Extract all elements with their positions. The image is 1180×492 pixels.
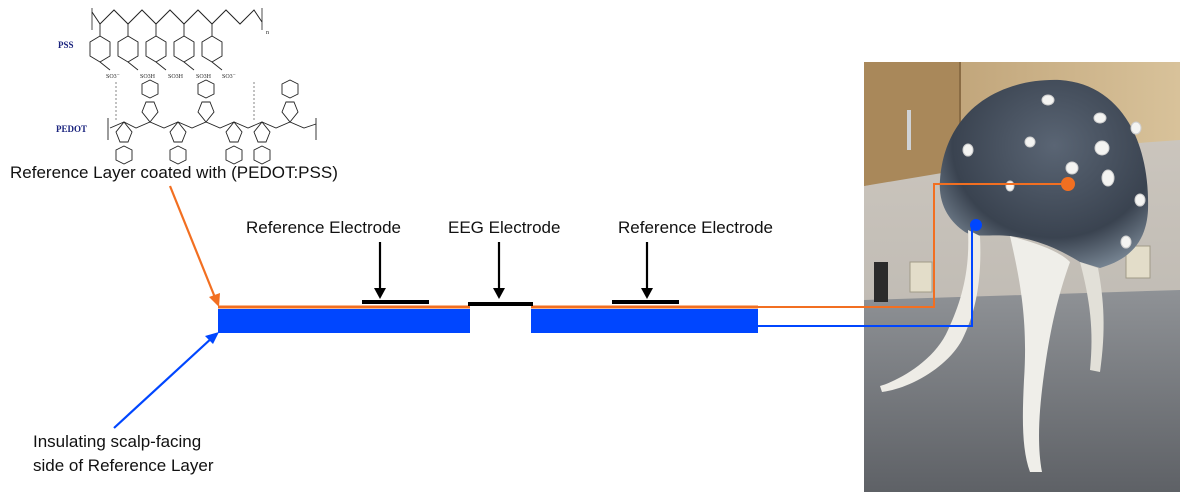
eeg-electrode-label: EEG Electrode — [448, 218, 560, 237]
blue-callout-arrow — [113, 332, 219, 429]
so3h-group-2: SO3H — [140, 74, 156, 80]
eeg-cap-photo — [864, 62, 1180, 492]
insulating-label-line1: Insulating scalp-facing — [33, 432, 201, 451]
pedot-pss-structure: n SO3⁻ SO3H SO3H SO3H SO3⁻ — [56, 8, 317, 165]
reference-electrode-right — [612, 300, 679, 304]
blue-connection-line — [758, 219, 982, 327]
pedot-label: PEDOT — [56, 124, 87, 134]
eeg-electrode — [468, 302, 533, 306]
insulating-layer-right — [531, 309, 758, 333]
reference-electrode-right-label: Reference Electrode — [618, 218, 773, 237]
reference-electrode-left-label: Reference Electrode — [246, 218, 401, 237]
reference-electrode-left-arrow — [374, 242, 386, 299]
orange-callout-arrow — [168, 185, 220, 307]
so3-group-5: SO3⁻ — [222, 74, 236, 80]
reference-electrode-left — [362, 300, 429, 304]
insulating-layer-left — [218, 309, 470, 333]
eeg-electrode-arrow — [493, 242, 505, 299]
so3h-group-3: SO3H — [168, 74, 184, 80]
insulating-label-line2: side of Reference Layer — [33, 456, 214, 475]
pedot-chain — [107, 79, 317, 165]
pss-rings — [89, 24, 223, 71]
orange-connection-line — [758, 177, 1075, 308]
blue-connection-dot — [970, 219, 982, 231]
so3h-group-4: SO3H — [196, 74, 212, 80]
so3-group-1: SO3⁻ — [106, 74, 120, 80]
pss-backbone — [91, 9, 263, 25]
layer-cross-section — [218, 300, 758, 333]
reference-layer-label: Reference Layer coated with (PEDOT:PSS) — [10, 163, 338, 182]
pss-label: PSS — [58, 40, 74, 50]
reference-electrode-right-arrow — [641, 242, 653, 299]
orange-connection-dot — [1061, 177, 1075, 191]
pss-subscript: n — [266, 30, 269, 36]
